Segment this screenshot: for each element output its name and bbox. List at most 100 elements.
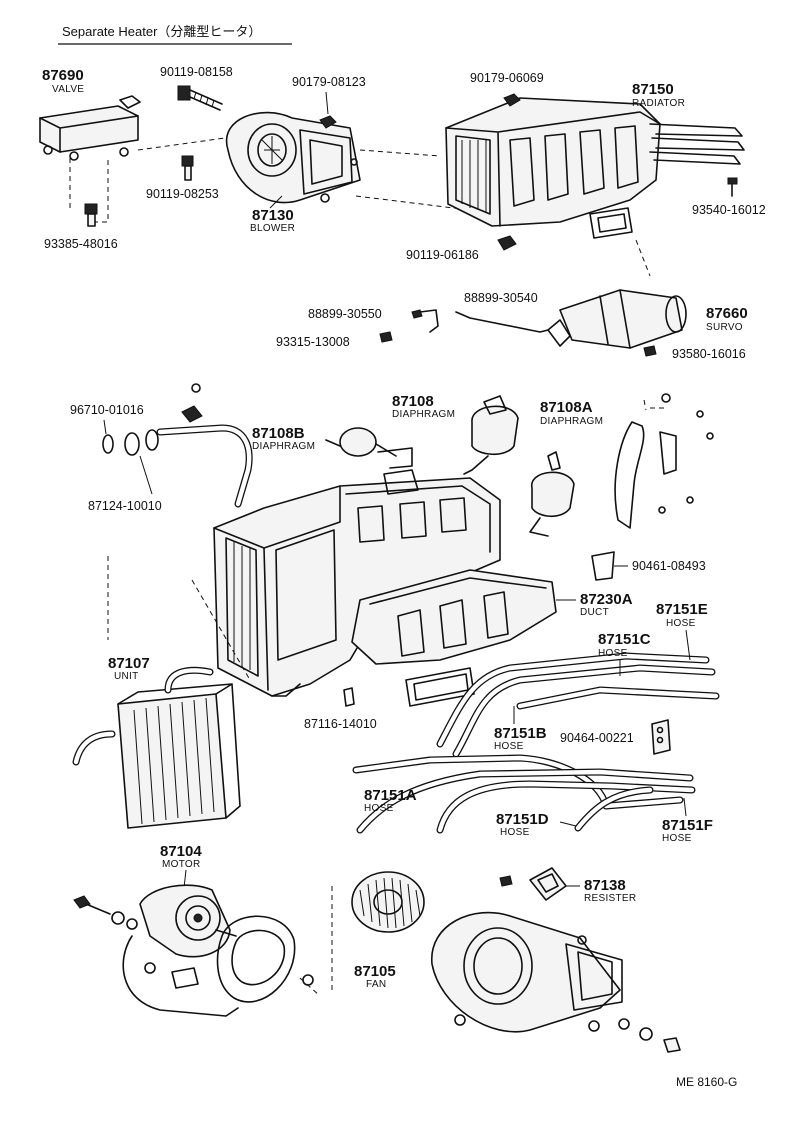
lead-90179-08123: [325, 91, 329, 115]
hose-87124-10010: [124, 424, 253, 508]
grommet-96710-01016: [102, 434, 114, 454]
label-90119-08158: 90119-08158: [160, 65, 233, 79]
label-87151a: 87151A: [364, 787, 417, 804]
label-87116-14010: 87116-14010: [304, 717, 377, 731]
label-87230a: 87230A: [580, 591, 633, 608]
label-87151f: 87151F: [662, 817, 713, 834]
heater-core-87107: [72, 666, 241, 829]
lead-96710-01016: [103, 419, 107, 435]
label-hose-a: HOSE: [364, 803, 394, 814]
label-fan: FAN: [366, 979, 386, 990]
bolt-90119-08253: [181, 155, 194, 181]
clamp-90464-00221: [651, 719, 671, 755]
label-87104: 87104: [160, 843, 202, 860]
motor-to-fan-guide: [299, 886, 333, 997]
label-87108: 87108: [392, 393, 434, 410]
valve-part: [39, 95, 141, 161]
unit-to-core-guide: [107, 556, 251, 681]
label-88899-30550: 88899-30550: [308, 307, 382, 321]
label-93315-13008: 93315-13008: [276, 335, 350, 349]
motor-screws: [73, 895, 138, 930]
radiator-to-servo-guide: [635, 239, 651, 277]
lead-87151d: [559, 821, 577, 827]
label-hose-f: HOSE: [662, 833, 692, 844]
bracket-90461-08493: [591, 551, 615, 581]
link-88899-30550: [411, 309, 439, 333]
screw-93540-16012: [727, 177, 738, 197]
duct-87230a: [351, 569, 557, 707]
arm-guide: [643, 399, 668, 411]
lead-87124-10010: [139, 455, 153, 495]
nut-90179-06069: [503, 93, 521, 107]
label-90464-00221: 90464-00221: [560, 731, 634, 745]
link-arm: [614, 393, 714, 529]
resister-87138: [499, 867, 567, 901]
label-motor: MOTOR: [162, 859, 201, 870]
bolt-93315-13008: [379, 331, 393, 343]
valve-guide: [69, 137, 226, 223]
blower-lead: [269, 195, 283, 209]
diaphragm-87108: [463, 395, 519, 475]
nuts-lower-right: [618, 1018, 681, 1053]
hose-set-87151: [352, 652, 720, 834]
clip-87116-14010: [343, 687, 355, 707]
label-87151e: 87151E: [656, 601, 708, 618]
blower-to-radiator-guide: [355, 149, 471, 211]
lead-87151f: [683, 797, 687, 817]
diagram-code: ME 8160-G: [676, 1075, 737, 1089]
label-87108a: 87108A: [540, 399, 593, 416]
label-96710-01016: 96710-01016: [70, 403, 144, 417]
label-90461-08493: 90461-08493: [632, 559, 706, 573]
blower-case-lower: [431, 911, 623, 1033]
clip-parts: [181, 383, 203, 423]
label-diaphragm-a: DIAPHRAGM: [540, 416, 603, 427]
label-93540-16012: 93540-16012: [692, 203, 766, 217]
label-blower: BLOWER: [250, 223, 295, 234]
label-90119-08253: 90119-08253: [146, 187, 219, 201]
label-90179-08123: 90179-08123: [292, 75, 366, 89]
label-hose-b: HOSE: [494, 741, 524, 752]
blower-upper-part: [225, 111, 361, 204]
nut-90179-08123: [319, 115, 337, 129]
label-87151c: 87151C: [598, 631, 651, 648]
label-88899-30540: 88899-30540: [464, 291, 538, 305]
motor-87104: [122, 884, 239, 1017]
label-diaphragm-b: DIAPHRAGM: [252, 441, 315, 452]
lead-87151e: [685, 629, 691, 661]
diaphragm-87108b: [325, 427, 413, 469]
label-hose-d: HOSE: [500, 827, 530, 838]
label-resister: RESISTER: [584, 893, 636, 904]
radiator-unit-upper: [445, 97, 745, 239]
label-radiator: RADIATOR: [632, 98, 685, 109]
fan-87105: [351, 871, 425, 933]
label-valve: VALVE: [52, 84, 84, 95]
label-87107: 87107: [108, 655, 150, 672]
servo-87660: [547, 289, 687, 349]
label-87660: 87660: [706, 305, 748, 322]
label-87138: 87138: [584, 877, 626, 894]
diagram-title: Separate Heater（分離型ヒータ）: [62, 24, 261, 39]
label-87124-10010: 87124-10010: [88, 499, 162, 513]
label-87108b: 87108B: [252, 425, 305, 442]
label-90179-06069: 90179-06069: [470, 71, 544, 85]
rod-88899-30540: [455, 311, 549, 333]
label-87151d: 87151D: [496, 811, 549, 828]
label-diaphragm: DIAPHRAGM: [392, 409, 455, 420]
nut-bottom: [302, 974, 314, 986]
label-93385-48016: 93385-48016: [44, 237, 118, 251]
label-duct: DUCT: [580, 607, 609, 618]
bolt-93385-48016: [84, 203, 98, 227]
screw-93580-16016: [643, 345, 657, 357]
label-unit: UNIT: [114, 671, 139, 682]
bolt-90119-06186: [497, 235, 517, 251]
label-87151b: 87151B: [494, 725, 547, 742]
label-90119-06186: 90119-06186: [406, 248, 479, 262]
gasket-plate: [216, 915, 296, 1003]
label-servo: SURVO: [706, 322, 743, 333]
label-93580-16016: 93580-16016: [672, 347, 746, 361]
label-hose-c: HOSE: [598, 648, 628, 659]
bolt-90119-08158: [177, 85, 223, 111]
diaphragm-87108a: [529, 451, 575, 537]
label-87130: 87130: [252, 207, 294, 224]
